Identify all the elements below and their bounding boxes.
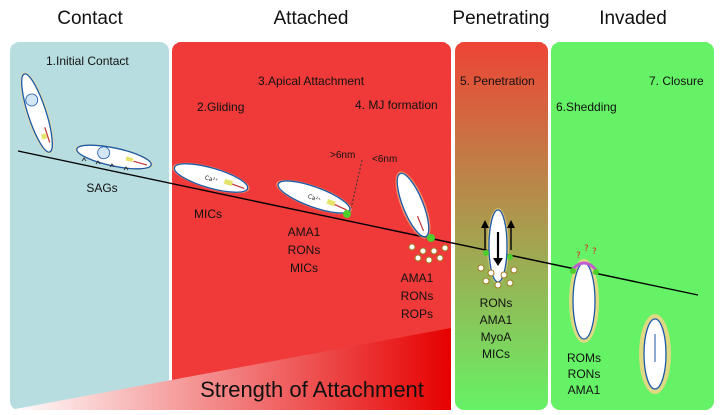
shedding-cap <box>570 261 598 272</box>
step-initial-contact: 1.Initial Contact <box>46 54 129 68</box>
penetration-group-line-3: MyoA <box>481 330 512 344</box>
shedding-group-line-2: RONs <box>568 367 601 381</box>
strength-wedge <box>10 328 451 410</box>
svg-text:Ca²⁺: Ca²⁺ <box>204 174 219 184</box>
mj-group-line-1: AMA1 <box>401 271 434 285</box>
distance-near-label: <6nm <box>372 154 397 165</box>
shed-fragments: ??? <box>576 244 597 261</box>
parasite-lying <box>74 144 154 170</box>
step-shedding: 6.Shedding <box>556 100 617 114</box>
ama1-group-line-2: RONs <box>288 243 321 257</box>
svg-text:?: ? <box>584 244 589 254</box>
distance-divider <box>349 159 363 214</box>
step-gliding: 2.Gliding <box>197 100 244 114</box>
parasite-initial-contact <box>20 71 54 155</box>
header-penetrating: Penetrating <box>452 8 549 29</box>
parasite-mj-formation <box>395 171 431 239</box>
parasite-gliding: Ca²⁺ <box>172 162 250 194</box>
step-apical-attachment: 3.Apical Attachment <box>258 74 365 88</box>
penetration-group-line-4: MICs <box>482 347 510 361</box>
mj-group-line-2: RONs <box>401 289 434 303</box>
penetration-arrows <box>481 220 515 250</box>
parasite-shedding <box>569 259 599 343</box>
junction-left <box>483 250 489 256</box>
parasite-penetration <box>487 208 509 284</box>
parasite-closure <box>639 314 671 394</box>
ama1-spot-apical <box>343 210 351 218</box>
svg-text:?: ? <box>576 251 581 261</box>
svg-text:Ca²⁺: Ca²⁺ <box>307 193 322 204</box>
strength-label: Strength of Attachment <box>200 377 424 402</box>
mics-label: MICs <box>194 207 222 221</box>
parasite-apical-attachment: Ca²⁺ <box>276 179 352 215</box>
attached-panel <box>172 42 451 410</box>
rop-vesicles <box>408 243 449 264</box>
penetration-vesicles <box>477 264 518 289</box>
shed-left <box>570 268 576 274</box>
ama1-spot-mj <box>427 234 435 242</box>
penetration-group-line-1: RONs <box>480 296 513 310</box>
penetration-group-line-2: AMA1 <box>480 313 513 327</box>
step-closure: 7. Closure <box>649 74 704 88</box>
header-contact: Contact <box>57 8 123 29</box>
step-mj-formation: 4. MJ formation <box>355 98 438 112</box>
sag-markers <box>81 157 129 171</box>
shedding-group-line-1: ROMs <box>567 351 601 365</box>
shedding-group-line-3: AMA1 <box>568 383 601 397</box>
mj-group-line-3: ROPs <box>401 307 433 321</box>
header-invaded: Invaded <box>599 8 667 29</box>
shed-right <box>593 269 599 275</box>
header-attached: Attached <box>274 8 349 29</box>
ama1-group-line-1: AMA1 <box>288 225 321 239</box>
distance-far-label: >6nm <box>330 150 355 161</box>
junction-right <box>507 254 513 260</box>
header-braces <box>13 29 711 45</box>
ama1-group-line-3: MICs <box>290 261 318 275</box>
step-penetration: 5. Penetration <box>460 74 535 88</box>
sags-label: SAGs <box>86 181 117 195</box>
svg-text:?: ? <box>592 247 597 257</box>
